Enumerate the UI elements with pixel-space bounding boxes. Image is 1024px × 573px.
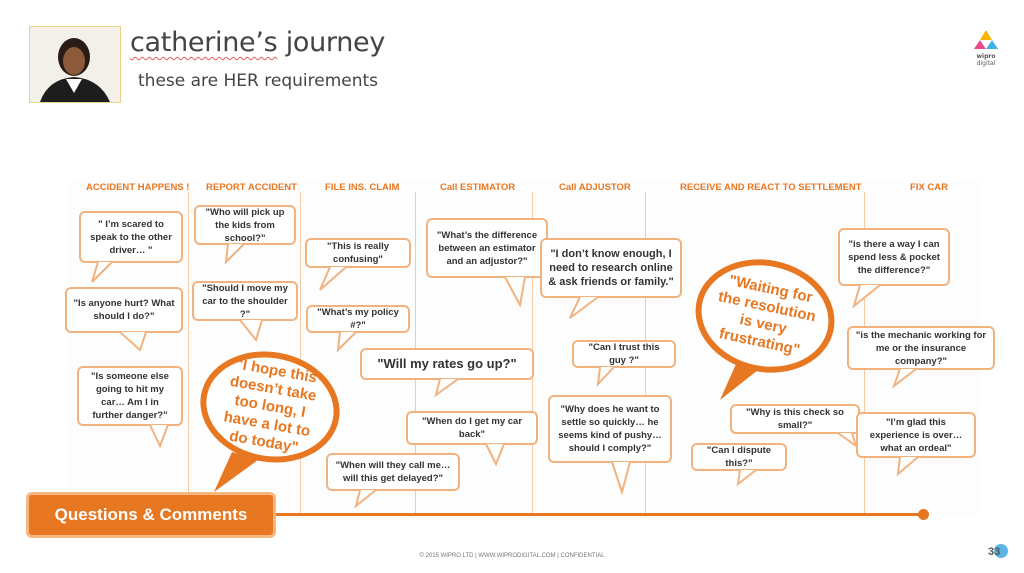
logo-brand-line2: digital	[976, 60, 996, 67]
phase-call-estimator: Call ESTIMATOR	[440, 182, 516, 193]
quote-bubble: "is there a way I can spend less & pocke…	[838, 228, 950, 286]
bubble-tail	[434, 378, 459, 398]
timeline-bar	[276, 513, 924, 516]
phase-settlement: RECEIVE AND REACT TO SETTLEMENT	[680, 182, 862, 193]
footer-text: © 2015 WIPRO LTD | WWW.WIPRODIGITAL.COM …	[419, 553, 605, 559]
phase-fix-car: FIX CAR	[910, 182, 948, 193]
quote-bubble: "What’s my policy #?"	[306, 305, 410, 333]
bubble-tail	[224, 243, 245, 265]
quote-bubble: "When do I get my car back"	[406, 411, 538, 445]
bubble-tail	[149, 424, 169, 449]
title-journey: journey	[285, 27, 386, 58]
bubble-tail	[319, 266, 347, 291]
column-divider	[300, 192, 301, 514]
quote-bubble: " I’m scared to speak to the other drive…	[79, 211, 183, 263]
page-badge-icon	[994, 544, 1008, 558]
bubble-tail	[354, 489, 377, 509]
phase-call-adjustor: Call ADJUSTOR	[559, 182, 631, 193]
quote-bubble: "Can I trust this guy ?"	[572, 340, 676, 368]
quote-bubble: "Who will pick up the kids from school?"	[194, 205, 296, 245]
timeline-end-dot	[918, 509, 929, 520]
bubble-tail	[239, 319, 263, 343]
logo-text: wipro digital	[968, 53, 1004, 67]
logo-brand-line1: wipro	[976, 53, 996, 60]
bubble-tail	[896, 456, 919, 477]
phase-report-accident: REPORT ACCIDENT	[206, 182, 297, 193]
phase-accident-happens: ACCIDENT HAPPENS !	[86, 182, 190, 193]
bubble-tail	[119, 331, 147, 352]
column-divider	[188, 192, 189, 514]
quote-bubble: "What’s the difference between an estima…	[426, 218, 548, 278]
quote-bubble: "This is really confusing"	[305, 238, 411, 268]
bubble-tail	[611, 461, 631, 496]
questions-comments-button[interactable]: Questions & Comments	[26, 492, 276, 538]
quote-bubble: "Why is this check so small?"	[730, 404, 860, 434]
quote-bubble: "Why does he want to settle so quickly… …	[548, 395, 672, 463]
logo-triangles-icon	[974, 30, 998, 49]
persona-photo	[29, 26, 121, 103]
bubble-tail	[891, 368, 917, 389]
page-number: 33	[988, 546, 1001, 558]
quote-bubble: "Is anyone hurt? What should I do?"	[65, 287, 183, 333]
bubble-tail	[837, 432, 858, 449]
bubble-tail	[336, 331, 357, 353]
persona-portrait-icon	[30, 27, 120, 102]
bubble-tail	[596, 366, 615, 387]
bubble-tail	[504, 276, 526, 309]
phase-file-claim: FILE INS. CLAIM	[325, 182, 400, 193]
quote-bubble: "Will my rates go up?"	[360, 348, 534, 380]
bubble-tail	[91, 261, 113, 283]
page-subtitle: these are HER requirements	[138, 71, 379, 91]
quote-bubble: "is the mechanic working for me or the i…	[847, 326, 995, 370]
quote-bubble: "When will they call me… will this get d…	[326, 453, 460, 491]
bubble-tail	[485, 443, 505, 467]
wipro-digital-logo: wipro digital	[968, 28, 1004, 68]
callout-tail	[214, 452, 258, 492]
bubble-tail	[569, 296, 599, 319]
page-title: catherine’s journey	[130, 27, 385, 58]
bubble-tail	[852, 284, 881, 309]
quote-bubble: "Is someone else going to hit my car… Am…	[77, 366, 183, 426]
title-name: catherine’s	[130, 27, 278, 58]
quote-bubble: "I’m glad this experience is over… what …	[856, 412, 976, 458]
bubble-tail	[736, 469, 757, 487]
quote-bubble: "Should I move my car to the shoulder ?"	[192, 281, 298, 321]
quote-bubble: "I don’t know enough, I need to research…	[540, 238, 682, 298]
callout-tail	[720, 364, 758, 400]
